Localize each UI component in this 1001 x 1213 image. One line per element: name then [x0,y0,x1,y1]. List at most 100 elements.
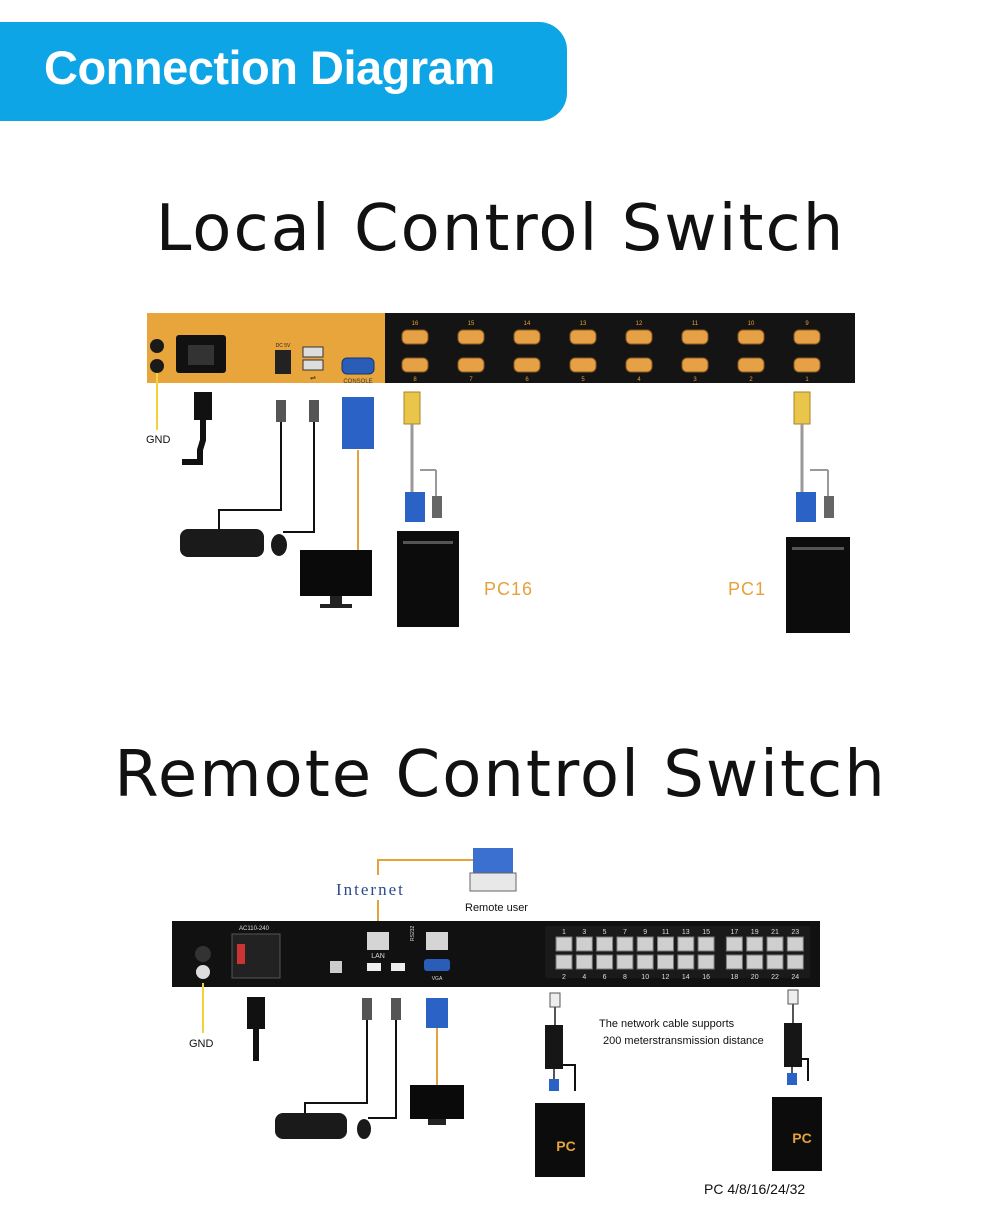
rj45-port [555,936,573,952]
pc-tower-icon [535,1103,585,1177]
port-number-label: 12 [636,321,643,327]
db15-port [401,357,429,373]
rs232-port [426,932,448,950]
rj45-plug-icon [549,992,561,1008]
console-vga-port [341,357,375,375]
power-cord-icon [182,395,206,465]
rj45-port [786,954,804,970]
usb-plug-icon [824,496,834,518]
db15-port [737,329,765,345]
rj45-port [616,954,634,970]
ground-screw-icon [195,946,211,962]
port-number-label: 17 [731,929,739,936]
db15-port [681,329,709,345]
usb-plug-icon [362,998,372,1020]
db15-port [569,357,597,373]
port-number-label: 2 [749,377,753,383]
port-number-label: 18 [731,974,739,981]
dc-label: DC 5V [276,343,291,349]
pc16-label: PC16 [484,579,533,599]
mouse-icon [271,534,287,556]
mouse-icon [357,1119,371,1139]
port-number-label: 10 [748,321,755,327]
port-number-label: 16 [412,321,419,327]
pc-tower-icon [772,1097,822,1171]
db15-port [457,357,485,373]
port-number-label: 8 [413,377,417,383]
rj45-port [677,936,695,952]
usb-plug-icon [391,998,401,1020]
keyboard-icon [275,1113,347,1139]
port-number-label: 14 [682,974,690,981]
pc1-label: PC1 [728,579,766,599]
db15-port [457,329,485,345]
port-number-label: 16 [702,974,710,981]
rj45-port [746,954,764,970]
port-number-label: 5 [581,377,585,383]
local-section-title: Local Control Switch [155,192,846,266]
vga-plug-icon [793,391,811,425]
pc-tower-label: PC [792,1130,811,1146]
port-number-label: 1 [805,377,809,383]
db15-port [737,357,765,373]
header-banner: Connection Diagram [0,22,567,121]
rj45-port [575,936,593,952]
port-number-label: 6 [603,974,607,981]
remote-diagram: Internet Remote user AC110-240 LAN RS232… [172,848,822,1197]
dc-jack-icon [275,350,291,374]
port-number-label: 6 [525,377,529,383]
rj45-port [697,954,715,970]
port-number-label: 7 [623,929,627,936]
rj45-port [725,936,743,952]
port-number-label: 15 [702,929,710,936]
rj45-port [636,954,654,970]
vga-label: VGA [432,976,443,982]
port-number-label: 5 [603,929,607,936]
port-number-label: 23 [791,929,799,936]
port-number-label: 14 [524,321,531,327]
port-number-label: 9 [643,929,647,936]
db15-port [793,357,821,373]
db15-port [401,329,429,345]
rj45-port [616,936,634,952]
vga-port [424,959,450,971]
port-number-label: 21 [771,929,779,936]
pc-tower-icon [397,531,459,627]
lan-port [367,932,389,950]
remote-section-title: Remote Control Switch [114,738,887,812]
monitor-icon [410,1085,464,1119]
port-number-label: 19 [751,929,759,936]
usb-plug-icon [309,400,319,422]
rj45-port [636,936,654,952]
keyboard-icon [180,529,264,557]
ground-screw-icon [150,339,164,353]
header-title: Connection Diagram [44,41,495,94]
adapter-dongle-icon [545,1025,563,1069]
remote-user-label: Remote user [465,902,528,914]
port-number-label: 20 [751,974,759,981]
rs232-label: RS232 [410,925,416,941]
rj45-port [657,936,674,952]
pc-tower-icon [786,537,850,633]
rj45-port [657,954,674,970]
remote-gnd-label: GND [189,1038,214,1050]
vga-plug-icon [796,492,816,522]
local-gnd-label: GND [146,434,171,446]
vga-plug-icon [405,492,425,522]
db15-port [625,329,653,345]
rj45-port [575,954,593,970]
port-number-label: 15 [468,321,475,327]
port-number-label: 11 [692,321,699,327]
rj45-plug-icon [787,989,799,1005]
adapter-dongle-icon [784,1023,802,1067]
console-label: CONSOLE [343,379,372,385]
port-number-label: 13 [580,321,587,327]
vga-plug-icon [426,998,448,1028]
port-number-label: 3 [693,377,697,383]
rj45-port [677,954,695,970]
port-number-label: 4 [637,377,641,383]
port-number-label: 12 [662,974,670,981]
